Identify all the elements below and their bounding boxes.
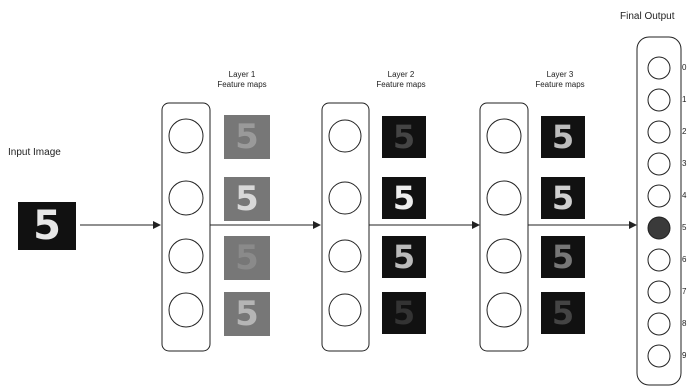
output-neuron (647, 120, 671, 144)
output-class-label: 3 (682, 159, 687, 168)
output-neuron (647, 184, 671, 208)
layer2-neuron (328, 181, 362, 215)
layer2-subtitle: Feature maps (376, 80, 426, 89)
output-class-label: 2 (682, 127, 687, 136)
layer3-neurons (479, 102, 529, 352)
layer3-neuron (486, 180, 522, 216)
output-neuron (647, 56, 671, 80)
layer1-feature-map: 5 (224, 177, 270, 221)
output-neurons (636, 36, 682, 386)
layer3-feature-map: 5 (541, 116, 585, 158)
input-digit: 5 (33, 203, 61, 249)
output-class-label: 9 (682, 351, 687, 360)
layer1-neuron (168, 180, 204, 216)
layer2-feature-map: 5 (382, 116, 426, 158)
output-neuron-predicted (647, 216, 671, 240)
output-class-label: 8 (682, 319, 687, 328)
layer2-box (321, 102, 370, 352)
output-class-label: 4 (682, 191, 687, 200)
layer2-neuron (328, 293, 362, 327)
output-class-label: 0 (682, 63, 687, 72)
output-class-label: 7 (682, 287, 687, 296)
output-neuron (647, 312, 671, 336)
output-class-label: 1 (682, 95, 687, 104)
layer1-neuron (168, 238, 204, 274)
layer3-subtitle: Feature maps (535, 80, 585, 89)
layer2-feature-map: 5 (382, 292, 426, 334)
layer1-box (161, 102, 211, 352)
output-neuron (647, 248, 671, 272)
layer1-neurons (161, 102, 211, 352)
output-class-label: 6 (682, 255, 687, 264)
output-box (636, 36, 682, 386)
layer3-box (479, 102, 529, 352)
layer2-neurons (321, 102, 370, 352)
layer3-neuron (486, 292, 522, 328)
final-output-label: Final Output (620, 11, 675, 22)
layer1-subtitle: Feature maps (217, 80, 267, 89)
layer3-feature-map: 5 (541, 177, 585, 219)
output-neuron (647, 88, 671, 112)
layer1-label: Layer 1 Feature maps (212, 70, 272, 90)
layer1-neuron (168, 292, 204, 328)
output-class-label: 5 (682, 223, 687, 232)
layer2-neuron (328, 239, 362, 273)
layer3-neuron (486, 118, 522, 154)
input-image-label: Input Image (8, 147, 61, 158)
layer3-feature-map: 5 (541, 236, 585, 278)
layer3-neuron (486, 238, 522, 274)
layer3-label: Layer 3 Feature maps (530, 70, 590, 90)
layer1-title: Layer 1 (228, 70, 256, 79)
layer2-neuron (328, 119, 362, 153)
input-image: 5 (18, 202, 76, 250)
layer1-feature-map: 5 (224, 115, 270, 159)
layer2-title: Layer 2 (387, 70, 415, 79)
layer2-label: Layer 2 Feature maps (371, 70, 431, 90)
output-neuron (647, 344, 671, 368)
layer2-feature-map: 5 (382, 236, 426, 278)
output-neuron (647, 152, 671, 176)
layer1-feature-map: 5 (224, 236, 270, 280)
layer3-feature-map: 5 (541, 292, 585, 334)
layer1-neuron (168, 118, 204, 154)
output-neuron (647, 280, 671, 304)
layer2-feature-map: 5 (382, 177, 426, 219)
layer1-feature-map: 5 (224, 292, 270, 336)
layer3-title: Layer 3 (546, 70, 574, 79)
